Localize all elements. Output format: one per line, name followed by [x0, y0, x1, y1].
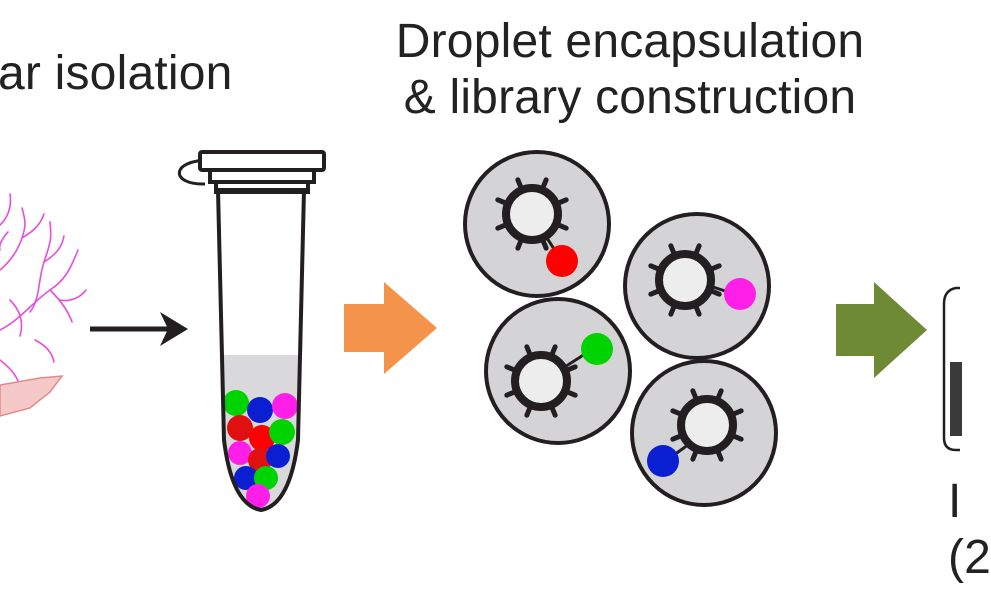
bead-tether [673, 440, 693, 457]
step-label-sequencing-line1: I [948, 475, 962, 528]
cell-blue [647, 445, 679, 477]
green-arrow-icon [836, 282, 927, 378]
step-label-isolation: ar isolation [0, 47, 233, 100]
orange-arrow-icon [344, 282, 437, 374]
droplet-blue [630, 359, 778, 507]
sequencer-device-icon [942, 286, 962, 452]
cell-magenta [724, 278, 756, 310]
droplet-green [484, 297, 632, 445]
barcoded-bead-icon [670, 388, 744, 462]
step-label-sequencing: I (2 [948, 474, 991, 586]
step-label-droplet-encapsulation: Droplet encapsulation & library construc… [370, 14, 890, 126]
barcoded-bead-icon [495, 177, 569, 251]
step-label-droplet-line2: & library construction [403, 71, 857, 124]
droplet-magenta [623, 212, 771, 360]
barcoded-bead-icon [648, 243, 722, 317]
arrow-right-icon [90, 312, 188, 346]
bead-tether [559, 352, 586, 372]
step-label-sequencing-line2: (2 [948, 531, 991, 584]
cell-red [546, 245, 578, 277]
cell-beads-cluster [223, 390, 298, 508]
microcentrifuge-tube-icon [177, 150, 326, 513]
blood-vessel-tissue-icon [0, 193, 87, 406]
droplet-group [463, 150, 778, 507]
tissue-fragment [0, 375, 64, 417]
cell-green [581, 333, 613, 365]
workflow-diagram [0, 150, 962, 513]
step-label-droplet-line1: Droplet encapsulation [395, 15, 865, 68]
droplet-red [463, 150, 611, 298]
barcoded-bead-icon [504, 344, 578, 418]
